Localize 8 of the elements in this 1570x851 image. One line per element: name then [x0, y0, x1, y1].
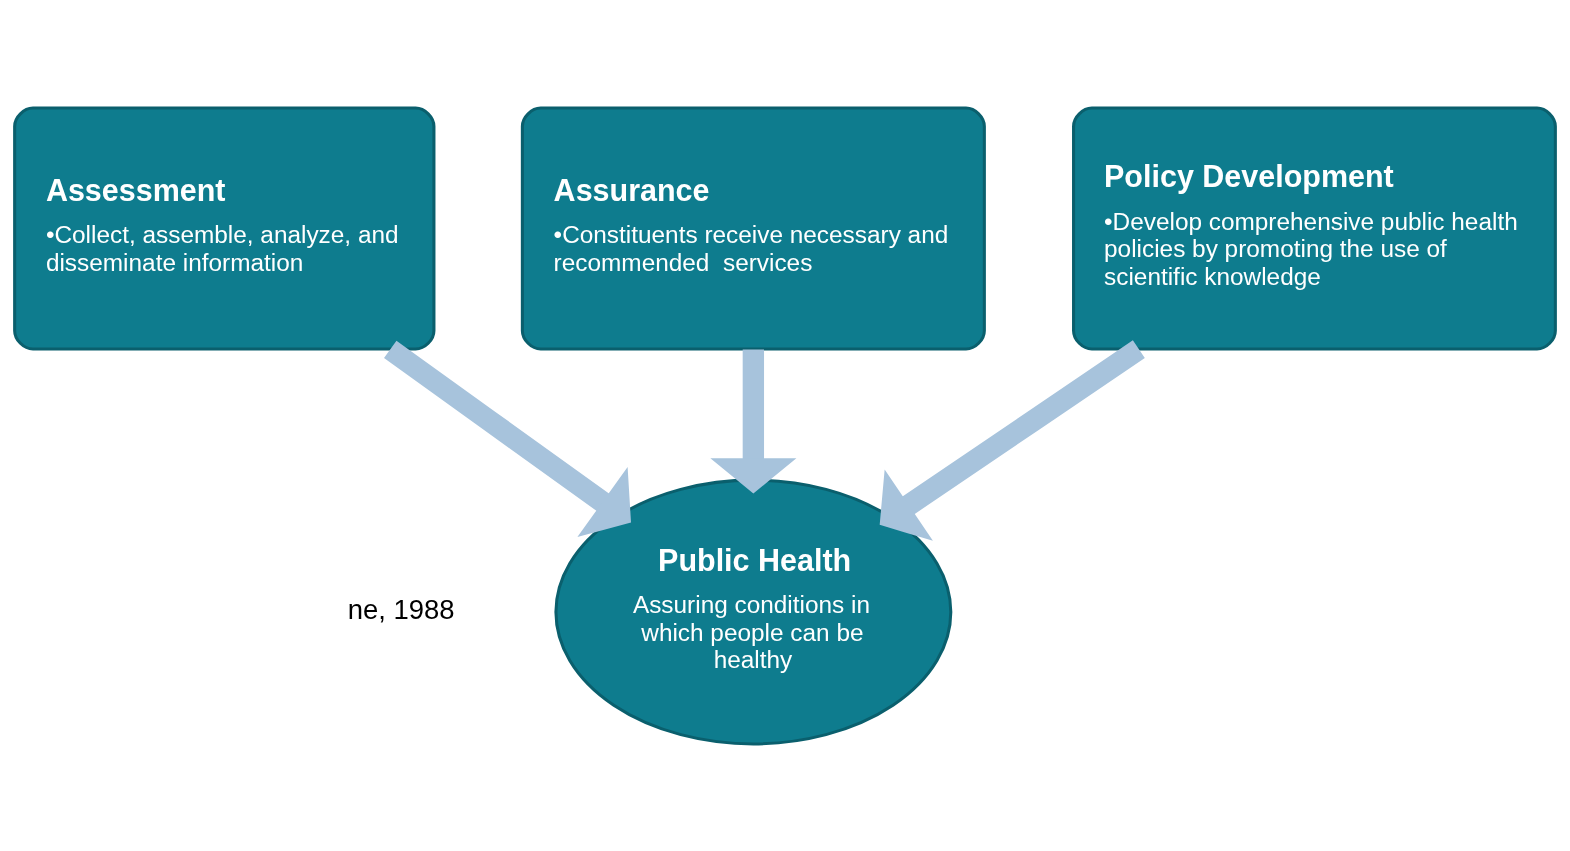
arrow: [384, 340, 632, 537]
arrow: [879, 339, 1145, 541]
node-box: Policy Development •Develop comprehensive public health policies by promoting the use of scientific knowledge: [1072, 106, 1557, 351]
arrow: [710, 348, 797, 493]
label: ne, 1988: [347, 593, 455, 625]
node-box: Assessment •Collect, assemble, analyze, and disseminate information: [13, 106, 436, 351]
node-box: Assurance •Constituents receive necessary and recommended services: [520, 106, 986, 351]
node-ellipse: Public Health Assuring conditions in which people can be healthy: [554, 478, 953, 745]
